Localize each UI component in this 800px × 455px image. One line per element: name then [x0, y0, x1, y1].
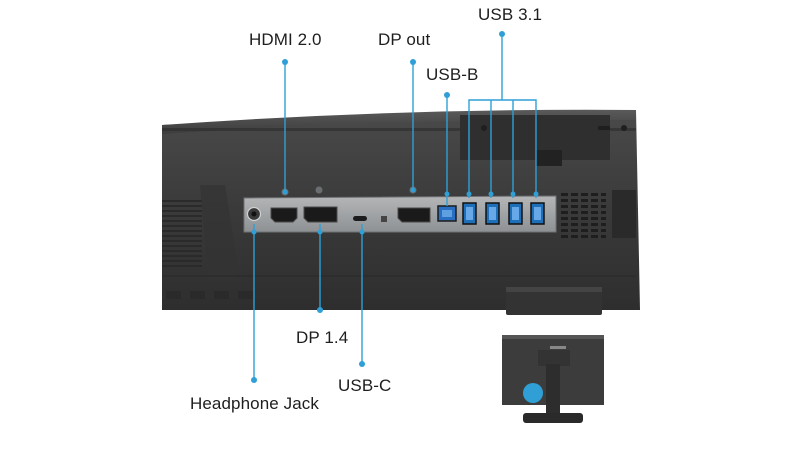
label-usb31: USB 3.1 — [478, 5, 543, 24]
stand-neck — [506, 287, 602, 315]
label-usb-b: USB-B — [426, 65, 479, 84]
stand-latch — [536, 150, 562, 166]
label-dp-out: DP out — [378, 30, 431, 49]
dp-out-port — [397, 207, 431, 223]
vent-grille-left — [162, 200, 202, 270]
label-dp14: DP 1.4 — [296, 328, 349, 347]
label-hdmi: HDMI 2.0 — [249, 30, 322, 49]
vent-grille-right — [558, 190, 606, 238]
usb31-ports — [462, 202, 545, 225]
usbc-port — [353, 216, 367, 221]
label-headphone: Headphone Jack — [190, 394, 319, 413]
label-usb-c: USB-C — [338, 376, 392, 395]
hdmi-port — [270, 207, 298, 223]
io-panel — [243, 186, 557, 233]
inset-monitor-thumbnail — [502, 335, 604, 423]
dp14-port — [303, 206, 338, 223]
callout-lines — [253, 34, 537, 380]
io-location-marker — [523, 383, 543, 403]
callout-dots — [251, 31, 539, 383]
control-buttons — [166, 291, 253, 299]
